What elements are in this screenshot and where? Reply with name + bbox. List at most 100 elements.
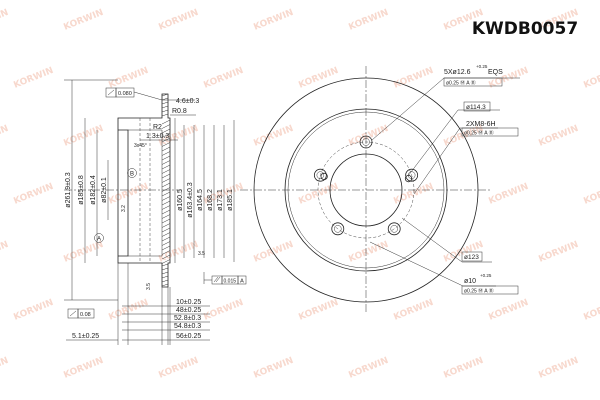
flatness-tol: 0.080 bbox=[118, 91, 132, 97]
bolt-hole bbox=[387, 222, 401, 236]
bolt-hole bbox=[331, 222, 345, 236]
watermark-text: KORWIN bbox=[202, 66, 245, 91]
watermark-text: KORWIN bbox=[0, 8, 10, 33]
watermark-text: KORWIN bbox=[0, 240, 10, 265]
diam-163-label: ø163.4±0.3 bbox=[187, 182, 194, 217]
diam-168-label: ø168.2 bbox=[207, 189, 214, 211]
thread-pos: ø0.25 Ⓜ A Ⓑ bbox=[464, 130, 494, 137]
watermark-text: KORWIN bbox=[157, 240, 200, 265]
thread-hole bbox=[320, 172, 328, 181]
watermark-text: KORWIN bbox=[487, 182, 530, 207]
watermark-text: KORWIN bbox=[252, 356, 295, 381]
bore-label: ø123 bbox=[464, 254, 479, 261]
dim-54-8: 54.8±0.3 bbox=[174, 323, 201, 330]
watermark-text: KORWIN bbox=[297, 298, 340, 323]
watermark-text: KORWIN bbox=[487, 298, 530, 323]
watermark-text: KORWIN bbox=[12, 298, 55, 323]
parallel-datum: A bbox=[240, 279, 244, 285]
dim-52-8: 52.8±0.3 bbox=[174, 315, 201, 322]
diam-82-label: ø82±0.1 bbox=[101, 177, 108, 203]
watermark-text: KORWIN bbox=[252, 240, 295, 265]
watermark-text: KORWIN bbox=[0, 124, 10, 149]
hat-profile bbox=[118, 129, 129, 257]
watermark-text: KORWIN bbox=[582, 298, 600, 323]
datum-a-label: A bbox=[97, 237, 101, 243]
parallel-symbol-box bbox=[211, 275, 223, 285]
diam-185-1-label: ø185.1 bbox=[227, 189, 234, 211]
holes-tol: +0.25 bbox=[476, 64, 488, 69]
watermark-text: KORWIN bbox=[252, 8, 295, 33]
section-hatch bbox=[161, 93, 171, 287]
datum-b-label: B bbox=[130, 172, 134, 178]
flat-bottom-tol: 0.08 bbox=[80, 312, 91, 318]
dim-48: 48±0.25 bbox=[176, 307, 201, 314]
dim-56: 56±0.25 bbox=[176, 333, 201, 340]
watermark-text: KORWIN bbox=[537, 356, 580, 381]
chamfer-label: 3x45° bbox=[134, 143, 147, 149]
diam-173-label: ø173.1 bbox=[217, 189, 224, 211]
pcd-box bbox=[463, 101, 491, 112]
hat-thickness-label: 4.6±0.3 bbox=[176, 98, 199, 105]
bolt-hole-inner bbox=[316, 171, 325, 179]
pin-pos: ø0.25 Ⓜ A Ⓑ bbox=[464, 288, 494, 295]
watermark-text: KORWIN bbox=[347, 8, 390, 33]
bolt-hole-inner bbox=[390, 225, 398, 233]
watermark-text: KORWIN bbox=[62, 356, 105, 381]
bore-box bbox=[461, 251, 483, 262]
pin-tol: +0.25 bbox=[480, 273, 492, 278]
watermark-text: KORWIN bbox=[442, 356, 485, 381]
pin-pos-frame bbox=[461, 285, 519, 295]
flatness-leader bbox=[133, 91, 163, 101]
watermark-text: KORWIN bbox=[297, 182, 340, 207]
radius-2-label: R2 bbox=[153, 124, 162, 131]
angle-label-2: 3.5 bbox=[146, 283, 152, 290]
radius-08-label: R0.8 bbox=[172, 108, 187, 115]
bolt-hole-inner bbox=[362, 138, 370, 146]
watermark-text: KORWIN bbox=[62, 240, 105, 265]
diam-182-label: ø182±0.4 bbox=[90, 175, 97, 205]
holes-pos-frame bbox=[443, 77, 503, 87]
watermark-text: KORWIN bbox=[157, 8, 200, 33]
watermark-text: KORWIN bbox=[347, 356, 390, 381]
watermark-text: KORWIN bbox=[252, 124, 295, 149]
watermark-text: KORWIN bbox=[0, 356, 10, 381]
pin-spec: ø10 bbox=[464, 278, 476, 285]
front-view: 5Xø12.6 +0.25 EQS ø0.25 Ⓜ A Ⓑ ø114.3 2XM… bbox=[240, 64, 520, 314]
watermark-text: KORWIN bbox=[392, 66, 435, 91]
watermark-text: KORWIN bbox=[12, 182, 55, 207]
datum-b-marker bbox=[127, 168, 137, 178]
diameter-dim-lines bbox=[64, 79, 235, 301]
pcd-label: ø114.3 bbox=[466, 104, 486, 111]
recess-depth-label: 1.3±0.3 bbox=[146, 133, 169, 140]
watermark-text: KORWIN bbox=[62, 8, 105, 33]
diam-160-label: ø160.5 bbox=[177, 189, 184, 211]
parallel-tol: 0.015 bbox=[224, 279, 237, 285]
holes-eqs: EQS bbox=[488, 69, 503, 76]
flatness-symbol bbox=[107, 89, 115, 96]
holes-spec: 5Xø12.6 bbox=[444, 69, 471, 76]
watermark-text: KORWIN bbox=[582, 182, 600, 207]
bolt-hole-inner bbox=[334, 225, 342, 233]
watermark-text: KORWIN bbox=[12, 66, 55, 91]
dim-10: 10±0.25 bbox=[176, 299, 201, 306]
dim-5-1: 5.1±0.25 bbox=[72, 333, 99, 340]
diam-outer-label: ø261.9±0.3 bbox=[65, 172, 72, 207]
diam-164-label: ø164.5 bbox=[197, 189, 204, 211]
watermark-text: KORWIN bbox=[392, 298, 435, 323]
watermark-text: KORWIN bbox=[107, 298, 150, 323]
flatness-tol-box bbox=[115, 87, 135, 98]
thread-pos-frame bbox=[461, 127, 519, 137]
watermark-text: KORWIN bbox=[537, 124, 580, 149]
holes-pos: ø0.25 Ⓜ A Ⓑ bbox=[446, 80, 476, 87]
roughness-left: 3.2 bbox=[121, 205, 127, 212]
bolt-hole bbox=[359, 135, 373, 149]
part-number: KWDB0057 bbox=[472, 19, 578, 39]
watermark-text: KORWIN bbox=[157, 356, 200, 381]
watermark-text: KORWIN bbox=[62, 124, 105, 149]
thread-spec: 2XM8-6H bbox=[466, 121, 496, 128]
section-view: ø261.9±0.3 ø185±0.8 ø182±0.4 ø82±0.1 ø16… bbox=[64, 79, 247, 301]
watermark-text: KORWIN bbox=[107, 182, 150, 207]
diam-185-8-label: ø185±0.8 bbox=[78, 175, 85, 205]
disc-profile bbox=[117, 93, 171, 288]
